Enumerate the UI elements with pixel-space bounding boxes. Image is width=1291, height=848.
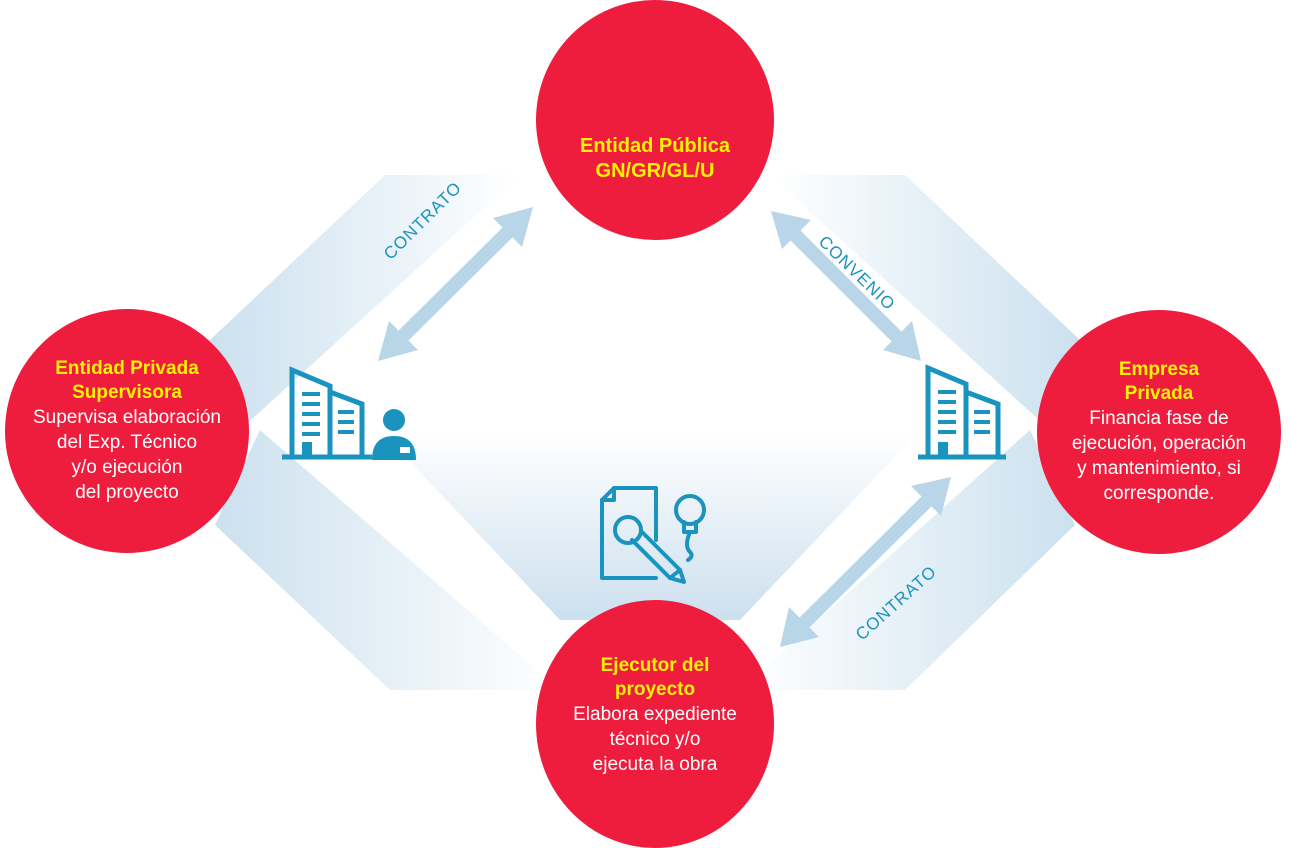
band-left-lower (215, 430, 560, 690)
node-entidad-privada-supervisora: Entidad Privada Supervisora Supervisa el… (5, 309, 249, 553)
node-supervisora-desc: Supervisa elaboración del Exp. Técnico y… (32, 407, 221, 503)
band-right-lower (740, 430, 1075, 690)
node-entidad-publica: Entidad Pública GN/GR/GL/U (536, 0, 774, 240)
node-supervisora-title: Entidad Privada Supervisora (55, 358, 199, 403)
node-ejecutor-desc: Elabora expediente técnico y/o ejecuta l… (573, 703, 737, 775)
node-ejecutor-proyecto: Ejecutor del proyecto Elabora expediente… (536, 600, 774, 848)
office-building-person-icon (282, 366, 416, 460)
background-bands (210, 175, 1080, 690)
arrow-contrato-publica-supervisora (378, 207, 533, 361)
node-ejecutor-title: Ejecutor del proyecto (600, 654, 710, 700)
document-idea-pencil-icon (600, 486, 706, 584)
node-entidad-publica-title: Entidad Pública GN/GR/GL/U (579, 135, 731, 182)
node-empresa-desc: Financia fase de ejecución, operación y … (1071, 408, 1247, 504)
office-building-icon (918, 364, 1006, 460)
band-right-upper (770, 175, 1080, 430)
arrow-convenio-publica-empresa (771, 211, 921, 361)
band-left-upper (210, 175, 520, 430)
node-empresa-title: Empresa Privada (1118, 359, 1200, 404)
arrows (378, 207, 951, 647)
node-empresa-privada: Empresa Privada Financia fase de ejecuci… (1037, 310, 1281, 554)
band-bottom-center (380, 430, 920, 620)
arrow-contrato-empresa-ejecutor (780, 477, 951, 647)
